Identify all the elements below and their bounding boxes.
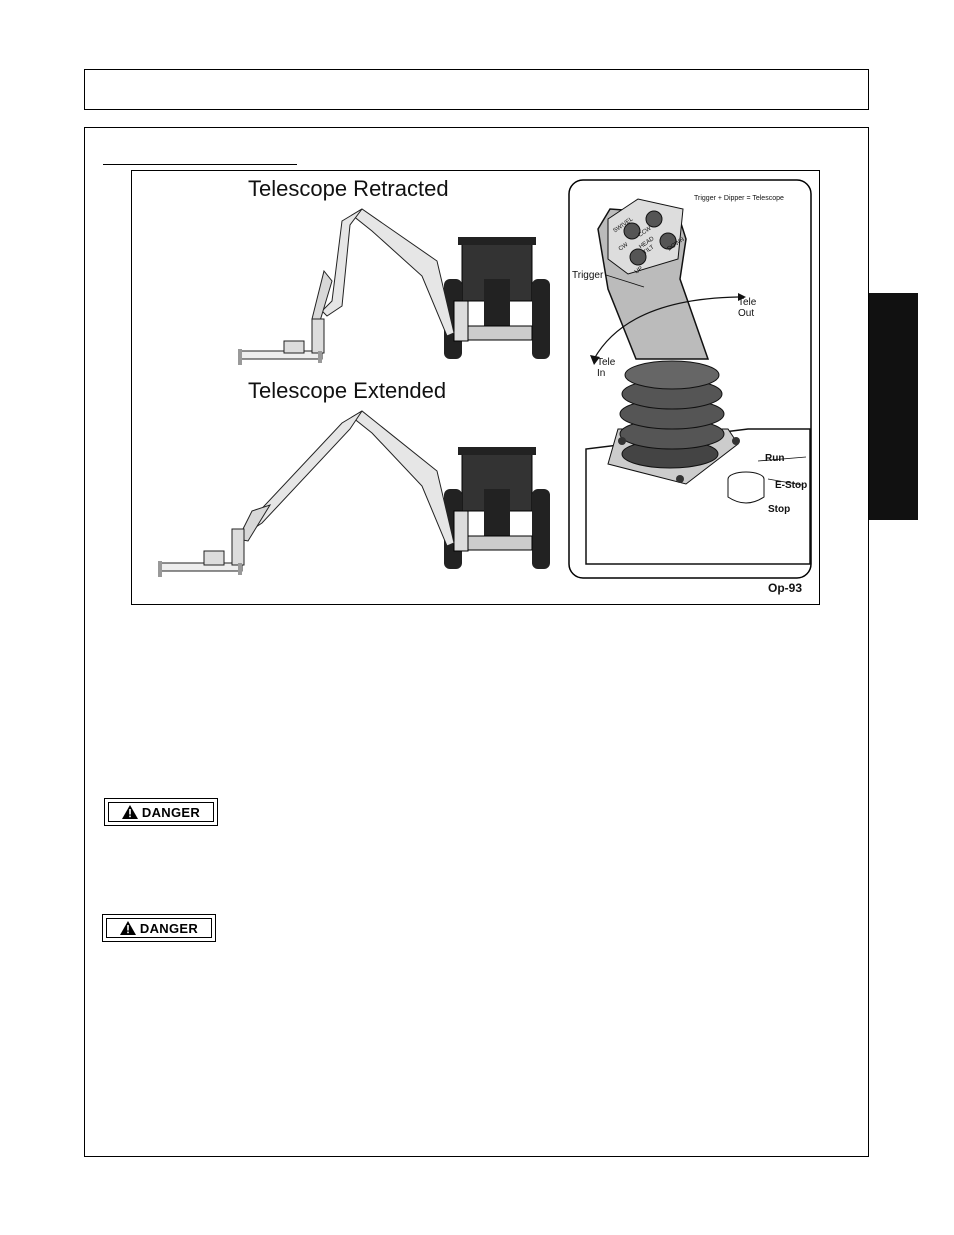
tele-out-label: Tele Out xyxy=(738,297,756,319)
warning-triangle-icon xyxy=(119,921,136,935)
tele-out-line-1: Tele xyxy=(738,297,757,308)
joystick-panel xyxy=(568,179,812,579)
danger-text-1: DANGER xyxy=(141,804,201,820)
cw-label: CW xyxy=(617,241,630,253)
danger-label-2: DANGER xyxy=(102,914,216,942)
warning-triangle-icon xyxy=(121,805,138,819)
estop-label: E-Stop xyxy=(775,480,808,491)
telescope-retracted-title: Telescope Retracted xyxy=(248,176,449,201)
run-label: Run xyxy=(765,453,785,464)
tele-in-line-1: Tele xyxy=(597,357,616,368)
danger-label-1: DANGER xyxy=(104,798,218,826)
up-label: UP xyxy=(633,265,645,276)
mower-retracted-illustration xyxy=(238,208,550,365)
page-header-box xyxy=(84,69,869,110)
tele-out-line-2: Out xyxy=(738,308,755,319)
danger-text-2: DANGER xyxy=(139,920,199,936)
section-heading-rule xyxy=(103,164,297,165)
trigger-label: Trigger xyxy=(572,270,604,281)
figure-id: Op-93 xyxy=(768,581,803,595)
tele-in-label: Tele In xyxy=(597,357,615,379)
content-box xyxy=(84,127,869,1157)
joystick-legend: Trigger + Dipper = Telescope xyxy=(694,195,784,202)
telescope-extended-title: Telescope Extended xyxy=(248,378,447,403)
mower-extended-illustration xyxy=(158,410,550,577)
tele-in-line-2: In xyxy=(597,368,606,379)
telescope-figure: Telescope Retracted Telescope Extended xyxy=(131,170,820,605)
section-side-tab xyxy=(869,293,918,520)
stop-label: Stop xyxy=(768,504,791,515)
